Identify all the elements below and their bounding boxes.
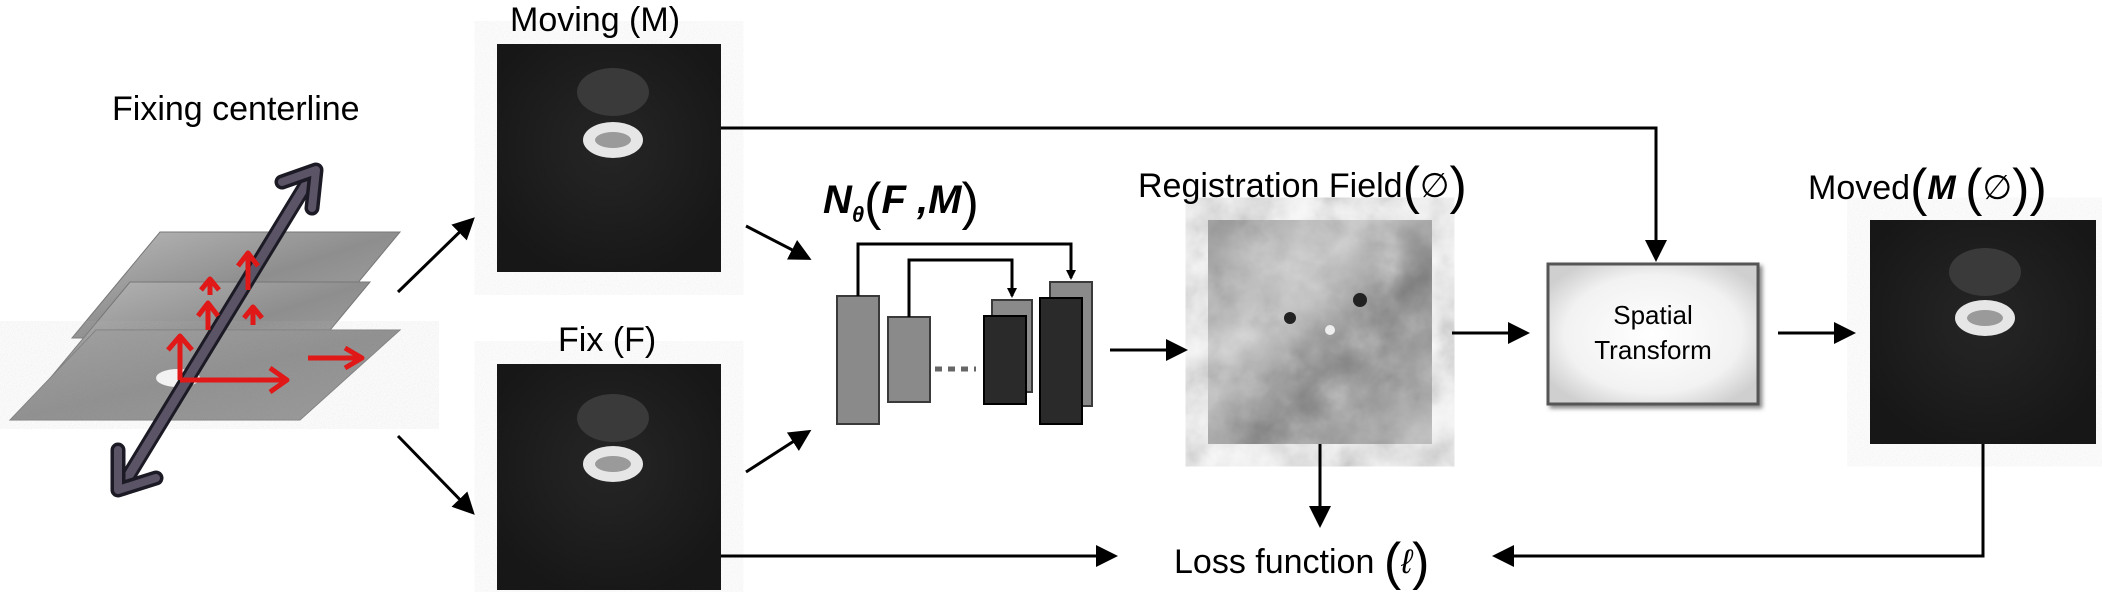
encoder-block-1: [836, 295, 880, 425]
fixing-centerline-label: Fixing centerline: [112, 90, 360, 128]
slice-stack: [8, 231, 402, 421]
network-args: F ,M: [881, 178, 962, 222]
spatial-transform-line1: Spatial: [1613, 300, 1693, 330]
loss-function-text: Loss function: [1174, 543, 1375, 581]
arrow-moving-to-transform: [721, 126, 1667, 262]
red-axis-arrows-icon: [166, 250, 365, 395]
arrow-stack-to-moving: [396, 217, 475, 294]
moving-label: Moving (M): [510, 1, 681, 39]
arrow-fix-to-net: [745, 429, 812, 474]
moved-image: [1870, 220, 2096, 444]
network-subscript: θ: [851, 202, 865, 227]
registration-field-symbol: ∅: [1419, 167, 1450, 205]
spatial-transform-label: Spatial Transform: [1548, 298, 1758, 368]
moved-symbol: ∅: [1982, 169, 2013, 207]
registration-field-text: Registration Field: [1138, 167, 1403, 205]
unet-icon: [836, 242, 1093, 425]
loss-symbol: ℓ: [1401, 543, 1413, 581]
fix-image: [497, 364, 721, 590]
moved-label: Moved(M (∅)): [1808, 159, 2047, 217]
arrow-moving-to-net: [745, 224, 812, 260]
arrow-stack-to-fix: [396, 434, 475, 515]
moved-M: M: [1927, 169, 1956, 207]
centerline-arrow-icon: [110, 162, 324, 498]
spatial-transform-box: [1546, 262, 1760, 406]
encoder-block-2: [887, 316, 931, 403]
decoder-block-1: [983, 315, 1027, 405]
arrow-moved-to-loss: [1492, 444, 1985, 567]
flow-arrows: [396, 126, 1985, 567]
spatial-transform-line2: Transform: [1594, 335, 1712, 366]
registration-field-image: [1208, 220, 1432, 444]
moved-text: Moved: [1808, 169, 1911, 207]
fix-label: Fix (F): [558, 321, 657, 359]
network-symbol: N: [823, 178, 852, 222]
moving-image: [497, 44, 721, 272]
network-label: Nθ(F ,M): [823, 173, 979, 231]
loss-function-label: Loss function (ℓ): [1174, 533, 1430, 591]
skip-connection-outer: [856, 242, 1076, 296]
decoder-block-2: [1039, 297, 1083, 425]
skip-connection-inner: [907, 258, 1017, 317]
registration-field-label: Registration Field(∅): [1138, 157, 1467, 215]
